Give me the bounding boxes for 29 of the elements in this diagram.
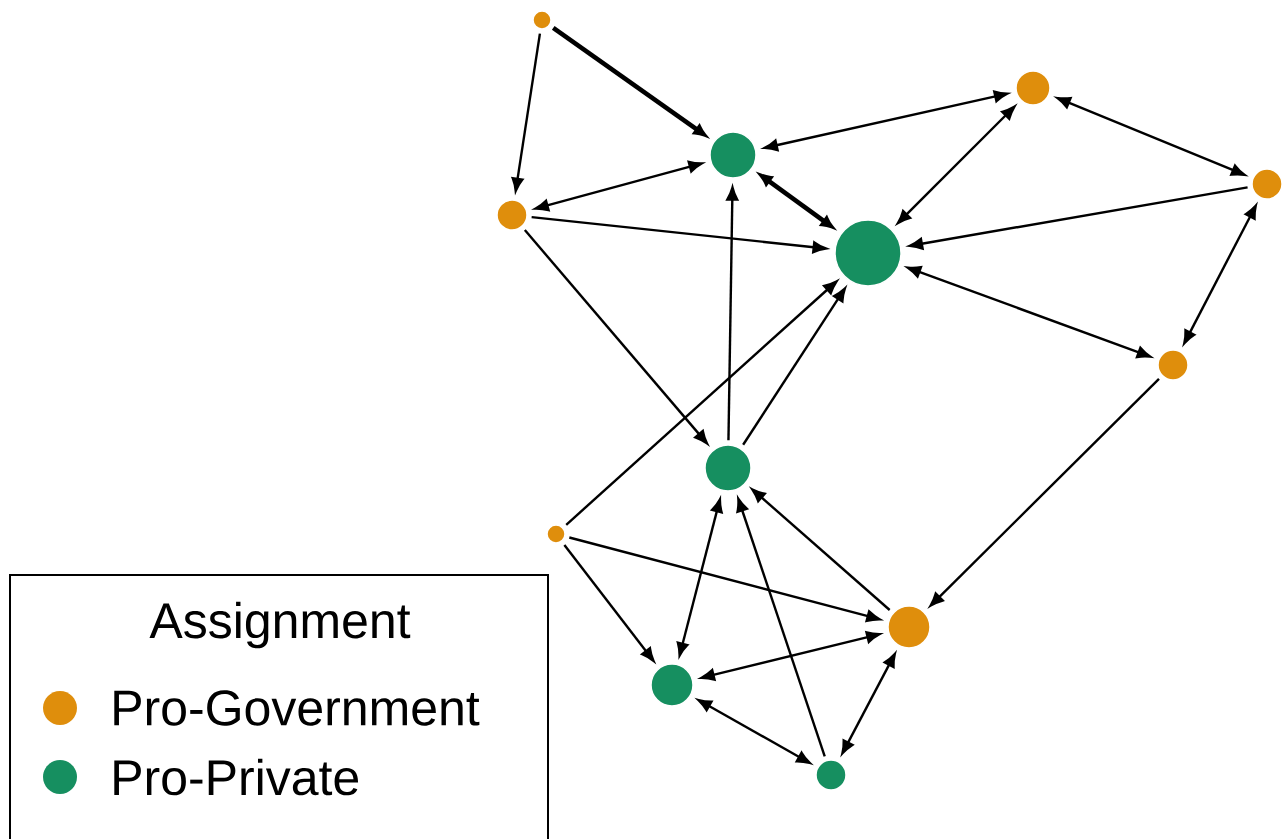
arrow xyxy=(742,287,846,446)
network-node xyxy=(546,524,566,544)
network-node xyxy=(834,219,902,287)
arrow xyxy=(763,90,1009,152)
arrow xyxy=(523,229,709,445)
network-node xyxy=(815,759,847,791)
network-node xyxy=(496,199,528,231)
network-node xyxy=(650,663,694,707)
network-node xyxy=(1015,70,1051,106)
legend-label: Pro-Government xyxy=(114,690,480,726)
arrow xyxy=(906,266,1152,359)
legend-label: Pro-Private xyxy=(114,758,359,796)
arrow xyxy=(697,698,811,765)
network-node xyxy=(887,605,931,649)
arrow xyxy=(563,544,655,662)
legend-title: Assignment xyxy=(149,601,411,649)
arrow xyxy=(841,652,896,755)
arrow xyxy=(1183,204,1257,345)
arrow xyxy=(896,105,1016,225)
arrow xyxy=(700,631,881,681)
arrow xyxy=(751,488,891,611)
network-node xyxy=(704,444,752,492)
network-node xyxy=(532,10,552,30)
arrow xyxy=(929,378,1160,607)
arrow xyxy=(565,280,838,526)
network-node xyxy=(1157,349,1189,381)
arrow xyxy=(736,497,826,757)
network-node xyxy=(709,131,757,179)
network-node xyxy=(1251,168,1283,200)
